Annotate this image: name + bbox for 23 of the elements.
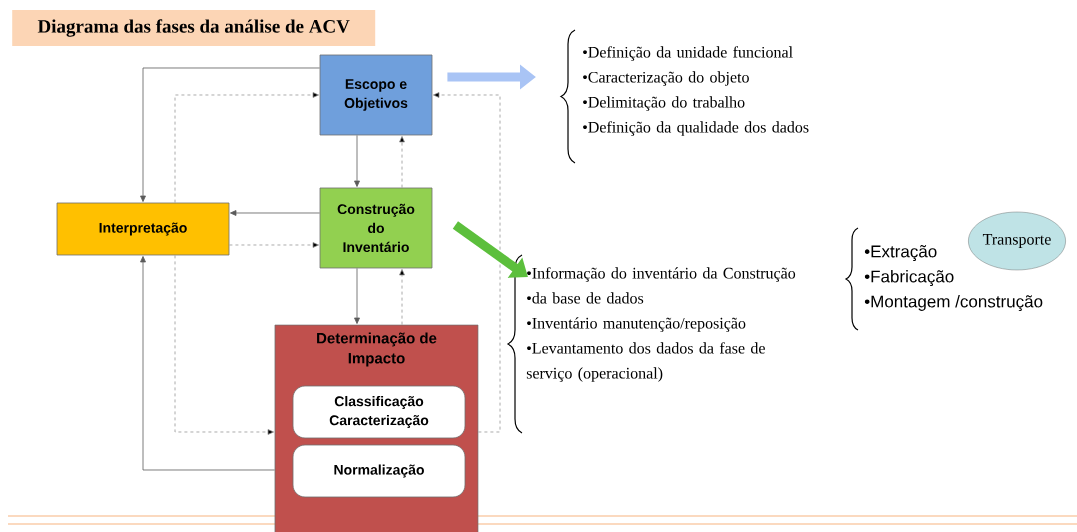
process-box: Interpretação bbox=[56, 202, 230, 256]
dashed-arrow bbox=[433, 92, 501, 433]
rounded-box: Normalização bbox=[292, 444, 466, 498]
bullet-item: •Montagem /construção bbox=[864, 295, 1043, 311]
dashed-arrow bbox=[174, 92, 319, 203]
rounded-box: Classificação Caracterização bbox=[292, 385, 466, 439]
bullet-list: •Informação do inventário da Construção •da base de dados •Inventário manutenção/reposição •Levantamento dos dados da fase de serviço (operacional) bbox=[526, 267, 796, 382]
dashed-arrow bbox=[174, 255, 274, 435]
bullet-item: •Extração bbox=[864, 245, 937, 261]
dashed-arrow bbox=[399, 269, 405, 325]
arrow bbox=[140, 67, 320, 202]
bullet-list: •Definição da unidade funcional •Caracterização do objeto •Delimitação do trabalho •Definição da qualidade dos dados bbox=[583, 46, 809, 136]
arrow bbox=[354, 268, 360, 324]
process-box: Escopo e Objetivos bbox=[319, 54, 433, 136]
process-box: Construção do Inventário bbox=[319, 187, 433, 269]
bullet-item: •Fabricação bbox=[864, 270, 954, 286]
arrow bbox=[354, 135, 360, 187]
dashed-arrow bbox=[229, 242, 319, 248]
title-banner: Diagrama das fases da análise de ACV bbox=[12, 10, 376, 46]
arrow bbox=[140, 256, 275, 471]
block-arrow bbox=[452, 221, 528, 278]
arrow bbox=[230, 210, 320, 216]
dashed-arrow bbox=[399, 136, 405, 188]
